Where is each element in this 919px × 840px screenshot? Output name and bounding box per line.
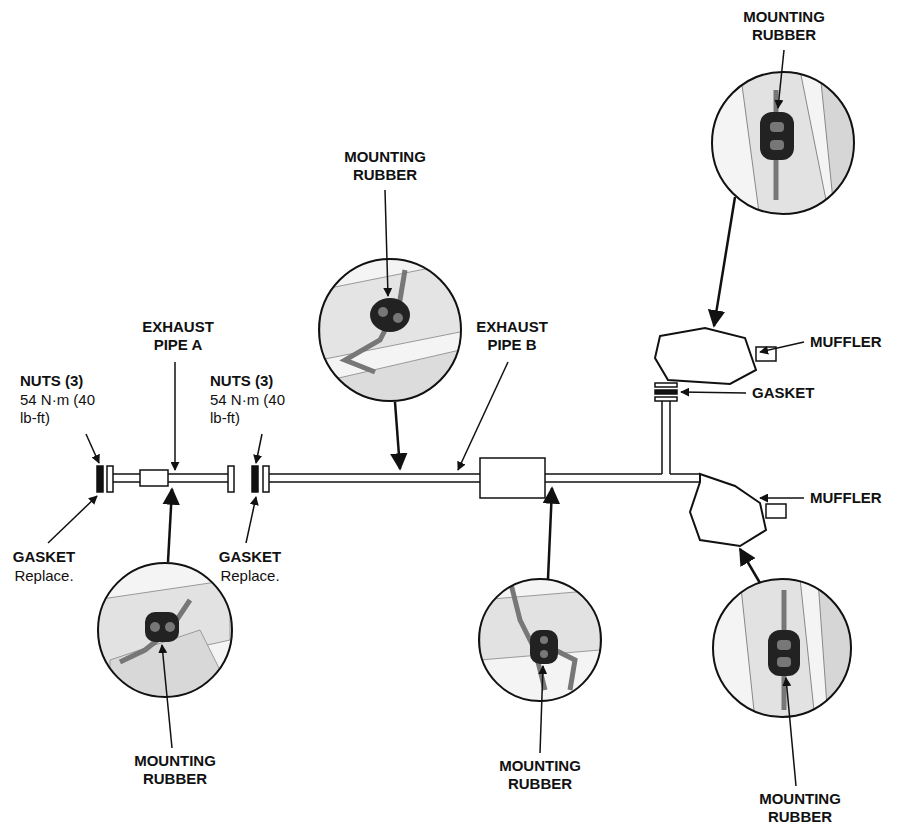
flex-joint [140, 470, 168, 486]
flange [228, 466, 234, 492]
fastener-label: NUTS (3) [210, 372, 300, 390]
torque-spec: 54 N·m (40 lb-ft) [20, 391, 102, 427]
part-name: MOUNTING RUBBER [734, 8, 834, 44]
part-name: MOUNTING RUBBER [490, 757, 590, 793]
part-name: MUFFLER [810, 489, 910, 507]
part-name: GASKET [752, 384, 842, 402]
part-name: MOUNTING RUBBER [750, 790, 850, 826]
part-name: GASKET [212, 548, 288, 566]
part-name: MUFFLER [810, 333, 910, 351]
tailpipe [766, 504, 786, 518]
gasket [97, 466, 103, 492]
flange [107, 466, 113, 492]
inset-pointers [168, 197, 760, 583]
inset-center-bottom [479, 579, 601, 701]
service-note: Replace. [212, 567, 288, 585]
inset-right-bottom [713, 578, 855, 720]
muffler [690, 474, 766, 546]
resonator [480, 458, 545, 498]
part-name: GASKET [4, 548, 84, 566]
gasket [655, 390, 677, 394]
flange [655, 397, 677, 401]
flange [655, 383, 677, 387]
flange [263, 466, 269, 492]
exhaust-system [97, 328, 786, 546]
muffler [655, 328, 756, 384]
gasket [252, 466, 258, 492]
part-name: MOUNTING RUBBER [335, 148, 435, 184]
leader-lines [48, 50, 804, 786]
torque-spec: 54 N·m (40 lb-ft) [210, 391, 292, 427]
part-name: MOUNTING RUBBER [125, 752, 225, 788]
part-name: EXHAUST PIPE B [467, 318, 557, 354]
fastener-label: NUTS (3) [20, 372, 110, 390]
part-name: EXHAUST PIPE A [133, 318, 223, 354]
inset-center-top [319, 259, 470, 410]
service-note: Replace. [4, 567, 84, 585]
